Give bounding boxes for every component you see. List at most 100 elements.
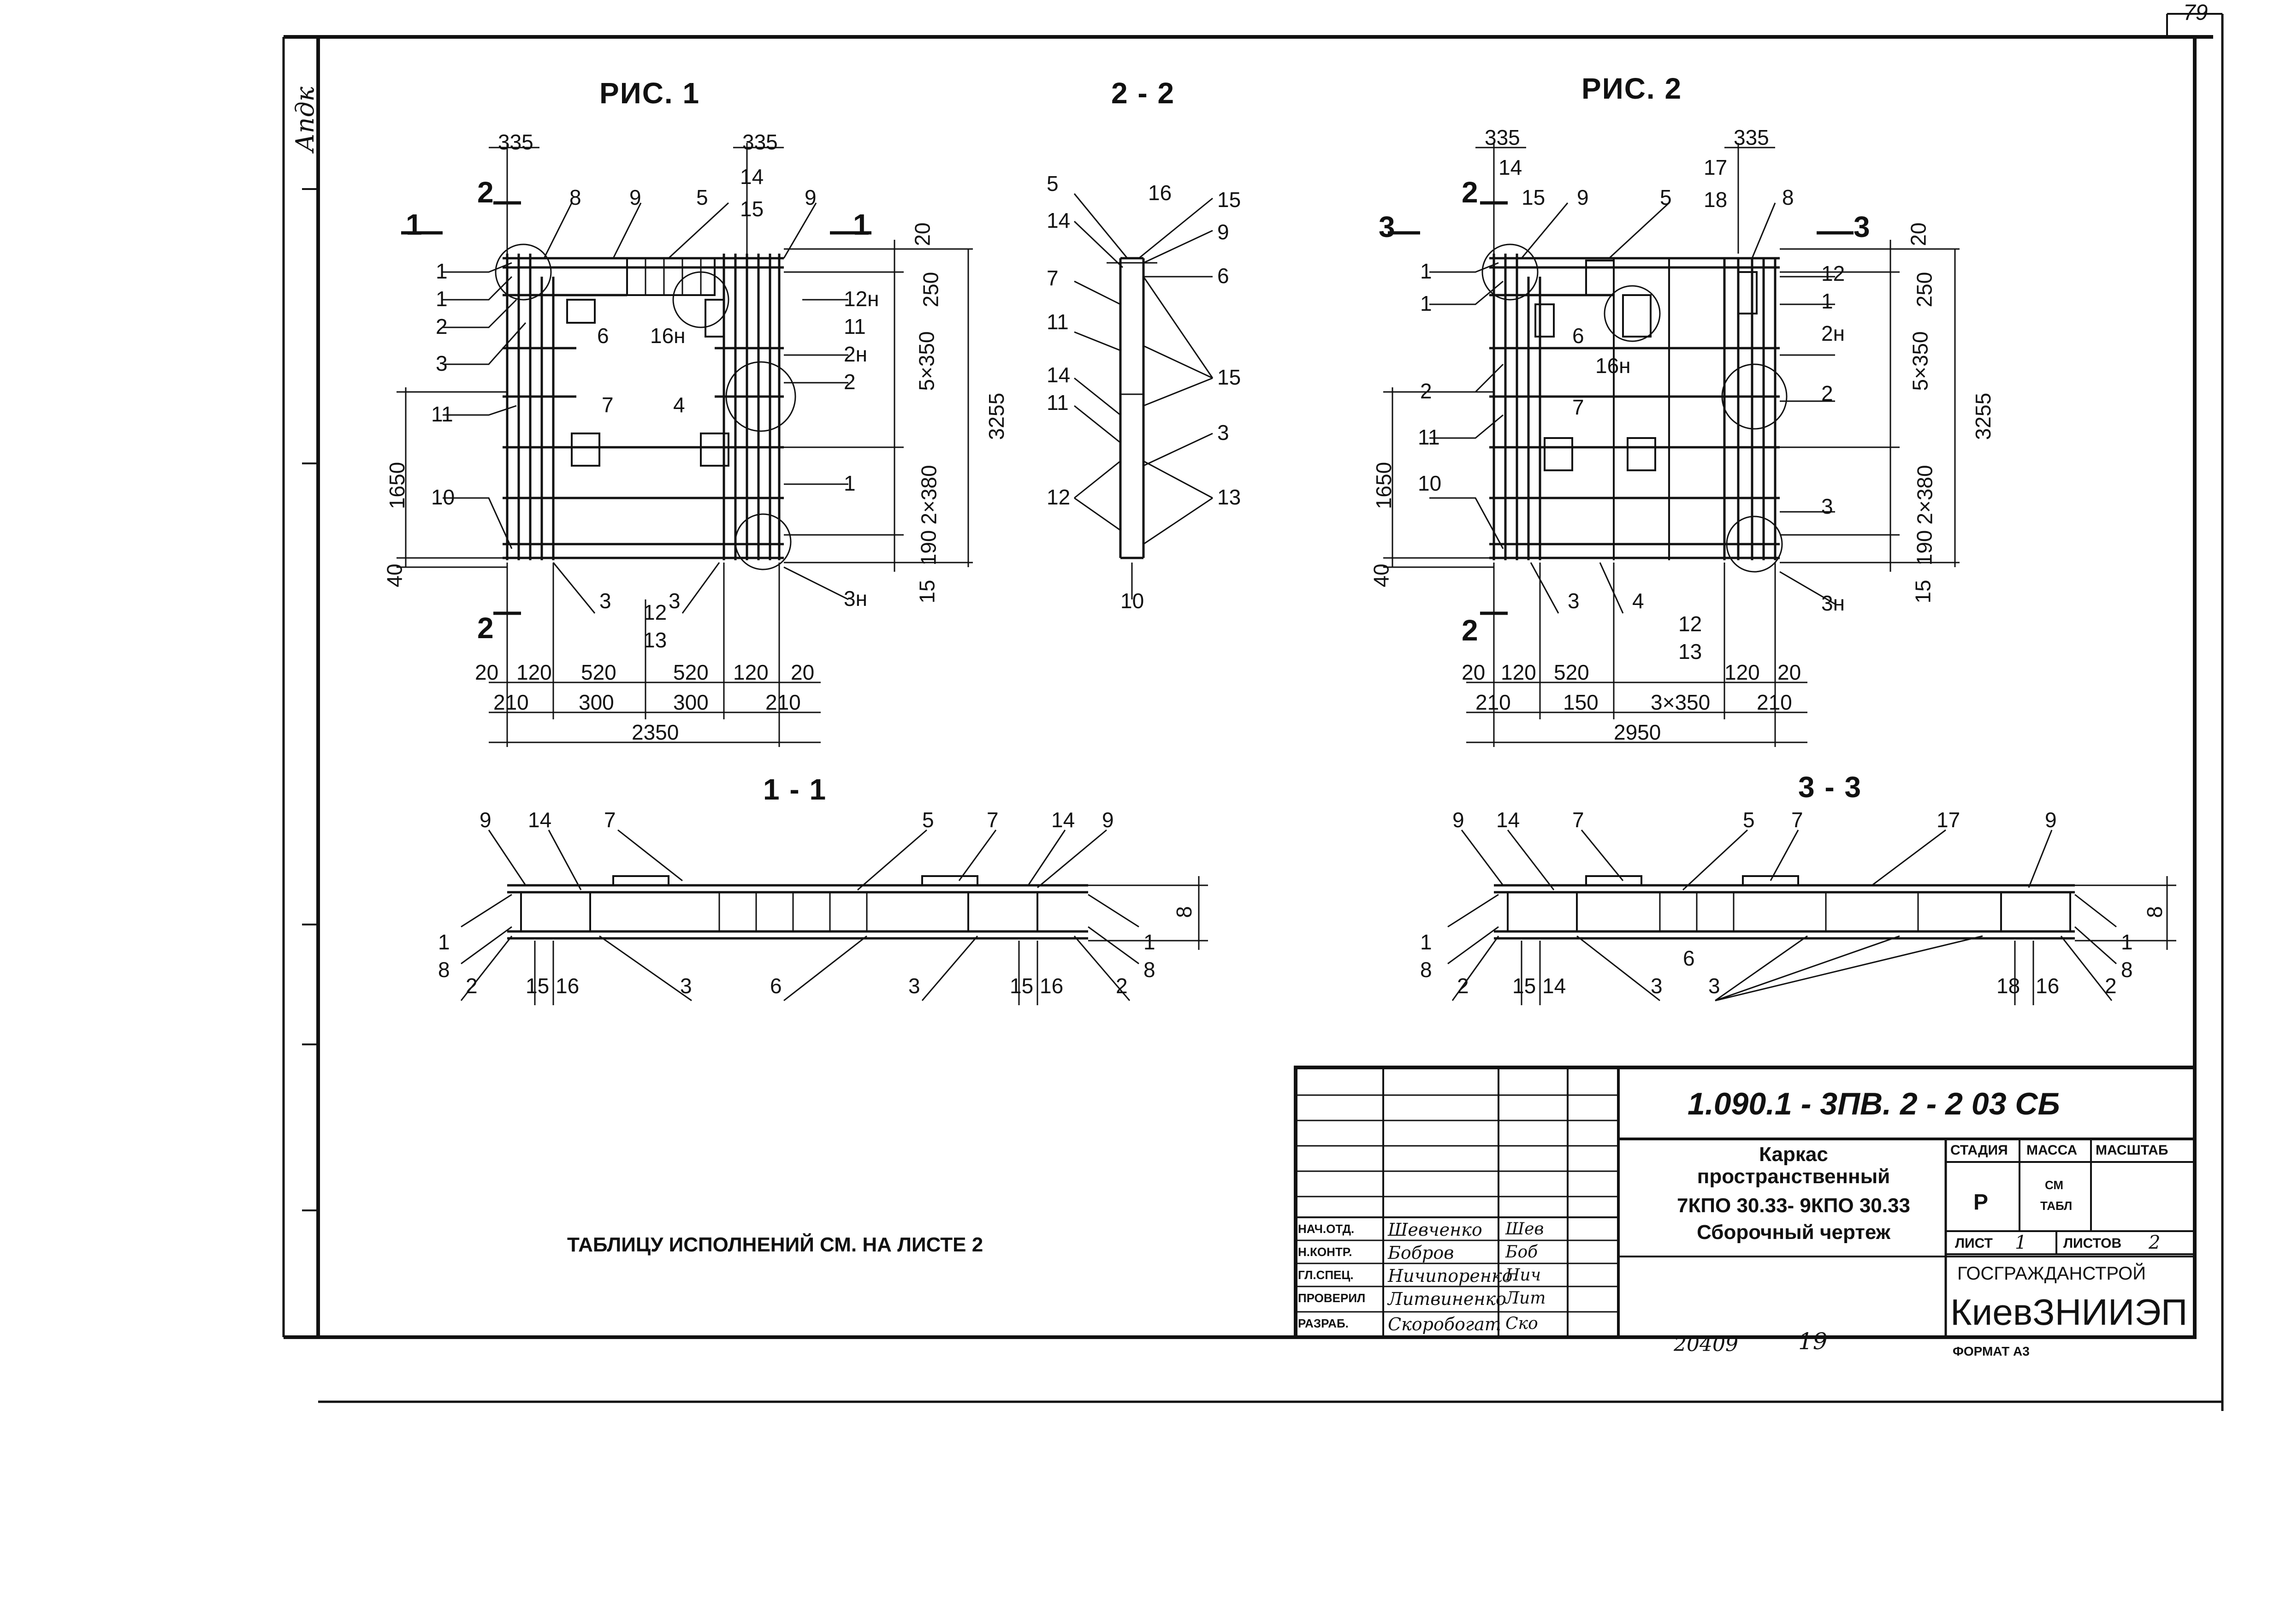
fig2-section-mark-right: 3 — [1854, 210, 1870, 243]
sec11-label-side-1: 8 — [438, 958, 450, 982]
fig2-dim-right-4: 190 — [1912, 530, 1937, 566]
fig2-label-right-5: 3н — [1821, 591, 1845, 615]
drawing-name-line-3: 7КПО 30.33- 9КПО 30.33 — [1677, 1194, 1910, 1217]
fig2-label-inner-2: 7 — [1572, 395, 1584, 419]
org-line-1: ГОСГРАЖДАНСТРОЙ — [1957, 1263, 2146, 1284]
fig1-dim-b1-4: 120 — [733, 660, 769, 684]
document-code: 1.090.1 - 3ПВ. 2 - 2 03 СБ — [1688, 1086, 2060, 1121]
fig1-label-left-3: 3 — [436, 351, 448, 375]
fig1-label-top-2: 5 — [696, 185, 708, 209]
fig1-dim-b2-2: 300 — [673, 690, 709, 714]
fig1-dim-top-left: 335 — [498, 130, 533, 154]
fig1-label-left-1: 1 — [436, 287, 448, 311]
section-2-2-title: 2 - 2 — [1111, 77, 1175, 110]
sec22-label-right-2: 9 — [1217, 220, 1229, 244]
sec22-label-left-3: 11 — [1047, 310, 1069, 334]
fig1-label-right-5: 1 — [844, 471, 856, 495]
fig1-label-left-4: 11 — [431, 402, 453, 426]
sec11-label-bottom-6: 15 — [1010, 974, 1034, 998]
scale-header: МАСШТАБ — [2096, 1143, 2168, 1158]
fig1-label-right-3: 2н — [844, 342, 867, 366]
fig2-dim-total: 2950 — [1614, 720, 1661, 744]
fig2-dim-b1-1: 120 — [1501, 660, 1536, 684]
fig1-label-inner-2: 4 — [673, 393, 685, 417]
sec33-label-top-0: 9 — [1452, 808, 1464, 832]
sign-3: Лит — [1505, 1289, 1546, 1308]
fig1-dim-left-1: 40 — [382, 563, 407, 587]
fig2-label-left-4: 10 — [1418, 471, 1442, 495]
fig2-dim-right-1: 250 — [1912, 272, 1937, 308]
role-2: ГЛ.СПЕЦ. — [1298, 1268, 1354, 1282]
sec33-label-bottom-6: 18 — [1996, 974, 2020, 998]
fig2-label-right-1: 1 — [1821, 289, 1833, 313]
fig1-dim-right-0: 20 — [910, 222, 935, 246]
name-2: Ничипоренко — [1388, 1266, 1513, 1286]
sec11-label-top-4: 7 — [987, 808, 999, 832]
sec11-label-bottom-7: 16 — [1040, 974, 1064, 998]
sec11-label-top-5: 14 — [1051, 808, 1075, 832]
fig1-section-mark-top: 2 — [477, 176, 494, 209]
sec11-label-top-2: 7 — [604, 808, 616, 832]
sec22-label-left-6: 12 — [1047, 485, 1071, 509]
sec33-label-side-1: 8 — [1420, 958, 1432, 982]
drawing-name-line-2: пространственный — [1697, 1165, 1890, 1188]
role-1: Н.КОНТР. — [1298, 1245, 1352, 1259]
sheet-value: 1 — [2015, 1232, 2027, 1253]
fig2-dim-b1-3: 120 — [1724, 660, 1760, 684]
sec22-label-right-1: 15 — [1217, 188, 1241, 212]
margin-stamp: Апдк — [290, 86, 320, 152]
sec33-label-top-4: 7 — [1791, 808, 1803, 832]
sec22-label-left-4: 14 — [1047, 363, 1071, 387]
fig2-label-right-2: 2н — [1821, 321, 1845, 345]
section-3-3-view — [1447, 829, 2176, 1005]
mass-value-line-2: ТАБЛ — [2040, 1199, 2073, 1213]
sec22-label-left-0: 5 — [1047, 172, 1059, 196]
sec33-label-top-3: 5 — [1743, 808, 1755, 832]
sec33-label-bottom-0: 2 — [1457, 974, 1469, 998]
drawing-name: Каркас пространственный 7КПО 30.33- 9КПО… — [1660, 1143, 1927, 1244]
fig1-label-right-0: 12н — [844, 287, 879, 311]
fig1-label-right-2: 11 — [844, 314, 866, 338]
fig2-label-right-0: 12 — [1821, 261, 1845, 285]
fig2-label-top-1: 15 — [1522, 185, 1546, 209]
fig1-label-right-4: 2 — [844, 370, 856, 394]
fig1-label-top-4: 15 — [740, 197, 764, 221]
fig1-title: РИС. 1 — [599, 77, 700, 110]
title-block-grid — [1294, 1066, 2197, 1339]
name-1: Бобров — [1388, 1243, 1454, 1263]
fig1-label-left-5: 10 — [431, 485, 455, 509]
stage-header: СТАДИЯ — [1950, 1143, 2008, 1158]
sec11-label-top-6: 9 — [1102, 808, 1114, 832]
sec11-label-bottom-4: 6 — [770, 974, 782, 998]
fig2-label-left-3: 11 — [1418, 425, 1440, 449]
drawing-name-line-4: Сборочный чертеж — [1697, 1221, 1890, 1244]
fig2-dim-b2-0: 210 — [1475, 690, 1511, 714]
fig2-label-bottom-1: 4 — [1632, 589, 1644, 613]
sec22-label-right-3: 6 — [1217, 264, 1229, 288]
sec33-label-bottom-5: 3 — [1708, 974, 1720, 998]
format-label: ФОРМАТ А3 — [1953, 1344, 2030, 1358]
fig1-label-bottom-1: 12 — [643, 600, 667, 624]
sec11-label-top-0: 9 — [480, 808, 492, 832]
sec11-dim-height: 8 — [1172, 906, 1196, 918]
role-3: ПРОВЕРИЛ — [1298, 1291, 1366, 1305]
sec11-label-bottom-3: 3 — [680, 974, 692, 998]
sec11-label-top-3: 5 — [922, 808, 934, 832]
fig2-label-top-6: 8 — [1782, 185, 1794, 209]
fig2-title: РИС. 2 — [1581, 72, 1682, 105]
fig2-dim-left-0: 1650 — [1372, 462, 1396, 510]
fig2-label-left-0: 1 — [1420, 259, 1432, 283]
fig1-dim-left-0: 1650 — [385, 462, 409, 510]
fig1-dim-total: 2350 — [632, 720, 679, 744]
sec33-label-top-2: 7 — [1572, 808, 1584, 832]
sec33-label-bottom-2: 14 — [1542, 974, 1566, 998]
section-1-1-view — [460, 829, 1208, 1005]
fig2-dim-right-total: 3255 — [1971, 392, 1996, 440]
sec22-label-right-5: 3 — [1217, 421, 1229, 445]
sheet-number: 79 — [2183, 0, 2208, 25]
section-2-2-view — [1073, 193, 1214, 599]
name-3: Литвиненко — [1388, 1289, 1506, 1309]
fig1-label-bottom-0: 3 — [599, 589, 611, 613]
fig1-label-right-1: 16н — [650, 324, 686, 348]
section-3-3-title: 3 - 3 — [1798, 771, 1862, 804]
